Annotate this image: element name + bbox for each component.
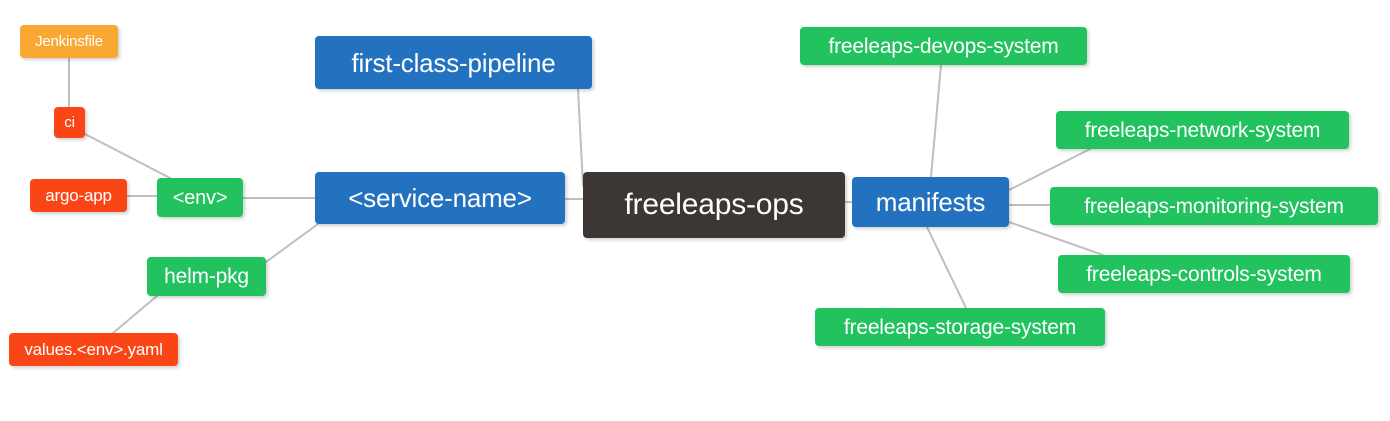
node-label-first-class-pipeline: first-class-pipeline [351, 47, 556, 78]
edge-manifests-to-freeleaps-storage-system [926, 226, 967, 309]
node-label-jenkinsfile: Jenkinsfile [35, 33, 103, 50]
edge-env-to-ci [84, 133, 171, 179]
node-label-values-env-yaml: values.<env>.yaml [24, 340, 163, 359]
node-first-class-pipeline[interactable]: first-class-pipeline [315, 36, 592, 89]
node-label-ci: ci [64, 114, 75, 131]
node-label-freeleaps-monitoring-system: freeleaps-monitoring-system [1084, 194, 1344, 218]
node-label-manifests: manifests [875, 187, 986, 217]
node-label-argo-app: argo-app [45, 186, 112, 205]
node-argo-app[interactable]: argo-app [30, 179, 127, 212]
node-label-helm-pkg: helm-pkg [164, 265, 249, 288]
node-label-freeleaps-controls-system: freeleaps-controls-system [1086, 262, 1322, 286]
edge-manifests-to-freeleaps-controls-system [1008, 221, 1104, 256]
node-label-freeleaps-network-system: freeleaps-network-system [1084, 118, 1321, 142]
node-label-service-name: <service-name> [348, 183, 532, 213]
node-freeleaps-controls-system[interactable]: freeleaps-controls-system [1058, 255, 1350, 293]
edge-helm-pkg-to-values-env-yaml [112, 295, 158, 334]
node-label-freeleaps-ops: freeleaps-ops [624, 188, 804, 221]
node-values-env-yaml[interactable]: values.<env>.yaml [9, 333, 178, 366]
node-env[interactable]: <env> [157, 178, 243, 217]
node-helm-pkg[interactable]: helm-pkg [147, 257, 266, 296]
node-service-name[interactable]: <service-name> [315, 172, 565, 224]
node-freeleaps-monitoring-system[interactable]: freeleaps-monitoring-system [1050, 187, 1378, 225]
node-freeleaps-devops-system[interactable]: freeleaps-devops-system [800, 27, 1087, 65]
edge-freeleaps-ops-to-first-class-pipeline [577, 88, 584, 187]
node-label-freeleaps-devops-system: freeleaps-devops-system [828, 34, 1059, 58]
edge-service-name-to-helm-pkg [265, 223, 319, 263]
edge-manifests-to-freeleaps-network-system [1008, 148, 1091, 191]
node-label-freeleaps-storage-system: freeleaps-storage-system [843, 315, 1077, 339]
edge-manifests-to-freeleaps-devops-system [930, 64, 942, 178]
node-jenkinsfile[interactable]: Jenkinsfile [20, 25, 118, 58]
node-ci[interactable]: ci [54, 107, 85, 138]
node-label-env: <env> [172, 186, 228, 209]
node-freeleaps-network-system[interactable]: freeleaps-network-system [1056, 111, 1349, 149]
node-freeleaps-ops[interactable]: freeleaps-ops [583, 172, 845, 238]
node-manifests[interactable]: manifests [852, 177, 1009, 227]
node-freeleaps-storage-system[interactable]: freeleaps-storage-system [815, 308, 1105, 346]
